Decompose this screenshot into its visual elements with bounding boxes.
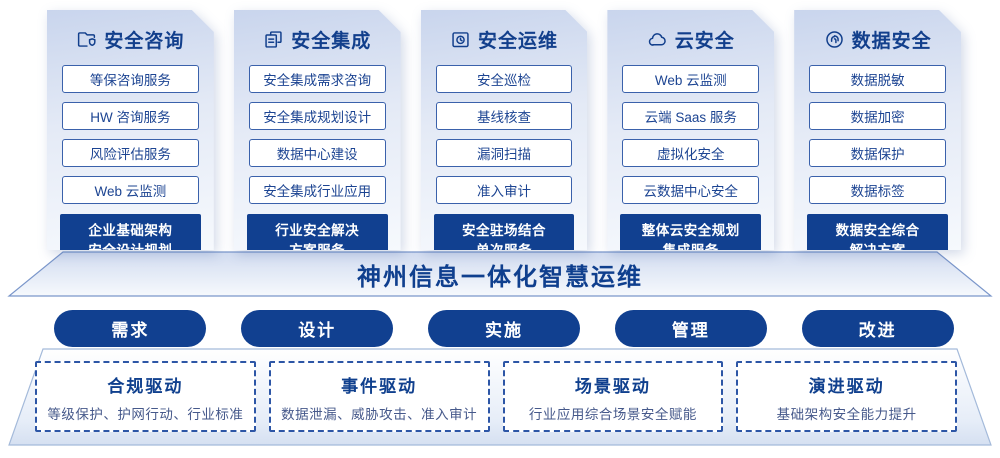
footer-line: 整体云安全规划	[641, 223, 740, 238]
pill-implementation: 实施	[427, 310, 580, 347]
drivers-row: 合规驱动 等级保护、护网行动、行业标准 事件驱动 数据泄漏、威胁攻击、准入审计 …	[35, 361, 957, 432]
documents-icon	[263, 29, 284, 50]
service-item: 数据标签	[809, 176, 946, 204]
driver-scenario: 场景驱动 行业应用综合场景安全赋能	[502, 361, 724, 432]
card-cloud-security: 云安全 Web 云监测 云端 Saas 服务 虚拟化安全 云数据中心安全 整体云…	[607, 10, 774, 250]
card-security-consulting: 安全咨询 等保咨询服务 HW 咨询服务 风险评估服务 Web 云监测 企业基础架…	[47, 10, 214, 250]
card-title: 数据安全	[851, 30, 932, 52]
card-security-operations: 安全运维 安全巡检 基线核查 漏洞扫描 准入审计 安全驻场结合 单次服务	[421, 10, 588, 250]
process-pills-row: 需求 设计 实施 管理 改进	[47, 310, 961, 347]
banner-ribbon-shape	[7, 251, 993, 297]
cloud-icon	[647, 29, 668, 50]
service-item: Web 云监测	[62, 176, 199, 204]
driver-evolution: 演进驱动 基础架构安全能力提升	[736, 361, 957, 432]
driver-title: 演进驱动	[808, 377, 885, 396]
card-title: 安全咨询	[104, 30, 185, 52]
driver-description: 等级保护、护网行动、行业标准	[47, 407, 244, 422]
ops-clock-icon	[450, 29, 471, 50]
service-item: 云端 Saas 服务	[622, 102, 759, 130]
card-header: 安全运维	[421, 26, 588, 52]
driver-description: 数据泄漏、威胁攻击、准入审计	[281, 407, 478, 422]
service-item: 风险评估服务	[62, 139, 199, 167]
driver-title: 合规驱动	[107, 377, 184, 396]
banner-title: 神州信息一体化智慧运维	[357, 264, 643, 291]
service-item: 准入审计	[436, 176, 573, 204]
card-data-security: 数据安全 数据脱敏 数据加密 数据保护 数据标签 数据安全综合 解决方案	[794, 10, 961, 250]
card-security-integration: 安全集成 安全集成需求咨询 安全集成规划设计 数据中心建设 安全集成行业应用 行…	[234, 10, 401, 250]
card-header: 云安全	[607, 26, 774, 52]
service-item: 漏洞扫描	[436, 139, 573, 167]
service-item: 数据中心建设	[249, 139, 386, 167]
service-item: 虚拟化安全	[622, 139, 759, 167]
service-item: Web 云监测	[622, 65, 759, 93]
service-item: 数据保护	[809, 139, 946, 167]
service-item: HW 咨询服务	[62, 102, 199, 130]
footer-line: 数据安全综合	[835, 223, 920, 238]
service-item: 等保咨询服务	[62, 65, 199, 93]
driver-compliance: 合规驱动 等级保护、护网行动、行业标准	[35, 361, 256, 432]
driver-title: 事件驱动	[341, 377, 418, 396]
footer-line: 安全驻场结合	[461, 223, 546, 238]
pill-management: 管理	[614, 310, 767, 347]
folder-shield-icon	[76, 29, 97, 50]
card-title: 云安全	[674, 30, 735, 52]
driver-description: 基础架构安全能力提升	[776, 407, 917, 422]
driver-incident: 事件驱动 数据泄漏、威胁攻击、准入审计	[268, 361, 490, 432]
fingerprint-icon	[824, 29, 845, 50]
pill-requirement: 需求	[54, 310, 207, 347]
service-cards-row: 安全咨询 等保咨询服务 HW 咨询服务 风险评估服务 Web 云监测 企业基础架…	[47, 10, 961, 250]
footer-line: 行业安全解决	[275, 223, 360, 238]
card-title: 安全运维	[477, 30, 558, 52]
card-header: 安全集成	[234, 26, 401, 52]
service-item: 基线核查	[436, 102, 573, 130]
service-item: 数据加密	[809, 102, 946, 130]
service-item: 云数据中心安全	[622, 176, 759, 204]
card-title: 安全集成	[291, 30, 372, 52]
service-item: 安全巡检	[436, 65, 573, 93]
driver-description: 行业应用综合场景安全赋能	[528, 407, 697, 422]
driver-title: 场景驱动	[574, 377, 651, 396]
footer-line: 企业基础架构	[88, 223, 173, 238]
service-item: 安全集成行业应用	[249, 176, 386, 204]
pill-design: 设计	[241, 310, 394, 347]
service-item: 安全集成需求咨询	[249, 65, 386, 93]
card-header: 数据安全	[794, 26, 961, 52]
service-item: 数据脱敏	[809, 65, 946, 93]
pill-improvement: 改进	[801, 310, 954, 347]
card-header: 安全咨询	[47, 26, 214, 52]
service-item: 安全集成规划设计	[249, 102, 386, 130]
